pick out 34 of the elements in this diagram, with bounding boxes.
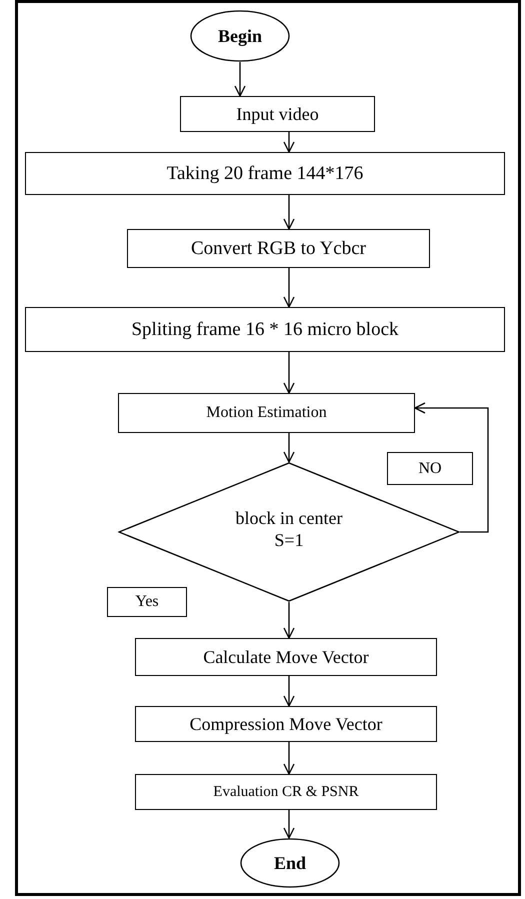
process-box: [180, 96, 375, 132]
node-label: Calculate Move Vector: [203, 646, 369, 668]
process-box: [107, 587, 187, 617]
node-label: Input video: [236, 102, 319, 126]
process-box: [135, 774, 437, 810]
arrow: [283, 195, 295, 230]
arrow: [283, 676, 295, 707]
arrow: [283, 268, 295, 308]
process-box: [25, 152, 505, 195]
arrow: [283, 433, 295, 463]
node-label: Convert RGB to Ycbcr: [190, 236, 366, 260]
process-box: [118, 393, 415, 433]
arrow: [283, 742, 295, 775]
node-label: NO: [418, 458, 442, 478]
node-label: block in center S=1: [234, 506, 344, 552]
node-label: Yes: [135, 592, 159, 612]
node-label: Spliting frame 16 * 16 micro block: [131, 318, 398, 342]
arrow: [283, 602, 295, 639]
arrow: [234, 62, 246, 97]
arrow: [283, 352, 295, 394]
node-label: End: [274, 852, 306, 874]
process-box: [25, 307, 505, 352]
node-label: Evaluation CR & PSNR: [213, 782, 359, 802]
process-box: [127, 229, 430, 268]
process-box: [135, 638, 437, 676]
arrow: [414, 402, 489, 533]
node-label: Compression Move Vector: [190, 712, 382, 736]
node-label: Motion Estimation: [206, 403, 327, 423]
node-label: Taking 20 frame 144*176: [166, 162, 364, 186]
process-box: [135, 706, 437, 742]
process-box: [387, 452, 473, 485]
node-label: Begin: [218, 24, 262, 48]
arrow: [283, 810, 295, 839]
arrow: [283, 132, 295, 153]
